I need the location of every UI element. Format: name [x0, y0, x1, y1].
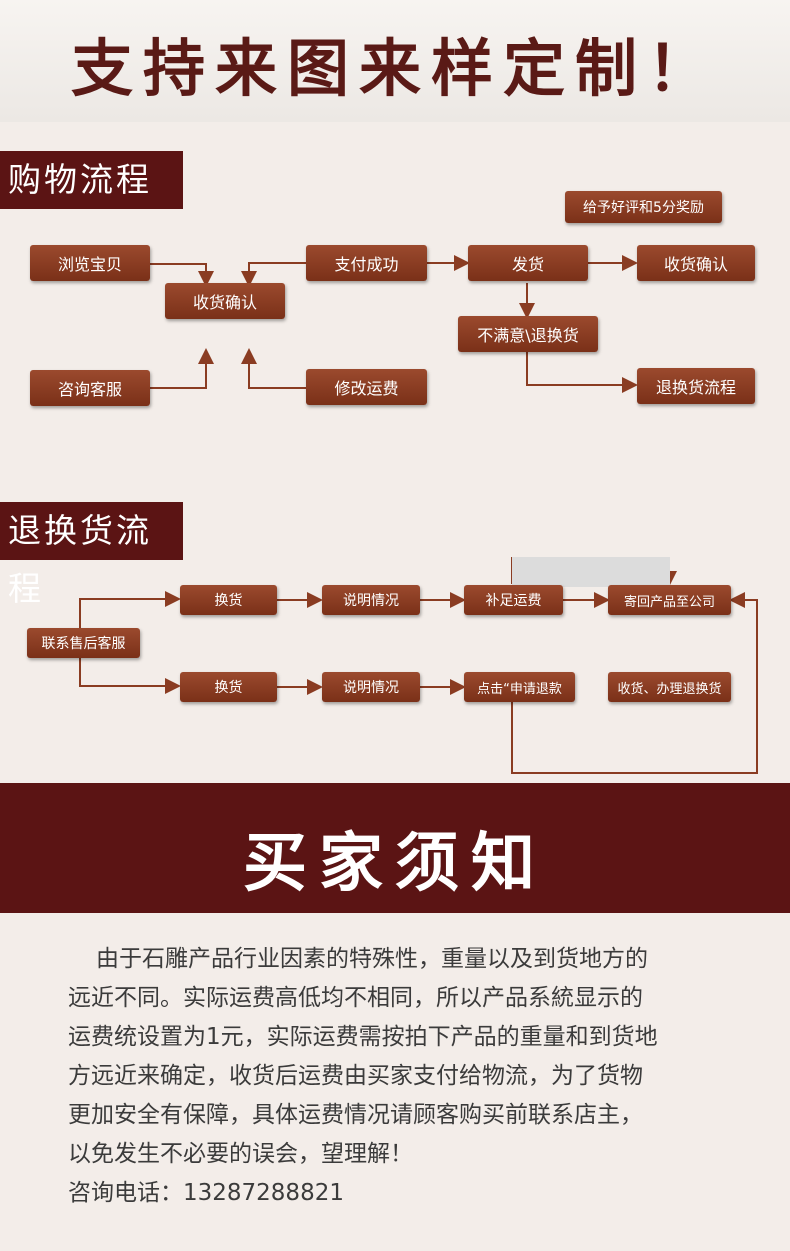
reward-badge: 给予好评和5分奖励: [565, 191, 722, 223]
step-browse: 浏览宝贝: [30, 245, 150, 281]
step-confirm-receipt-left: 收货确认: [165, 283, 285, 319]
purchase-flow-title: 购物流程: [0, 151, 183, 209]
step-explain-bottom: 说明情况: [322, 672, 420, 702]
step-send-back: 寄回产品至公司: [608, 585, 731, 615]
step-ship: 发货: [468, 245, 588, 281]
notice-line: 以免发生不必要的误会，望理解！: [68, 1141, 413, 1167]
top-banner: [0, 0, 790, 122]
consult-phone: 咨询电话：13287288821: [68, 1180, 344, 1206]
shipping-highlight: [512, 557, 670, 587]
step-return-process: 退换货流程: [637, 368, 755, 404]
notice-line: 远近不同。实际运费高低均不相同，所以产品系統显示的: [68, 985, 643, 1011]
return-flow-title: 退换货流程: [0, 502, 183, 608]
step-exchange-top: 换货: [180, 585, 277, 615]
notice-line: 更加安全有保障，具体运费情况请顾客购买前联系店主，: [68, 1102, 643, 1128]
step-apply-refund: 点击“申请退款: [464, 672, 575, 702]
step-confirm-receipt-right: 收货确认: [637, 245, 755, 281]
notice-text: 由于石雕产品行业因素的特殊性，重量以及到货地方的 远近不同。实际运费高低均不相同…: [68, 940, 728, 1213]
step-unsatisfied: 不满意\退换货: [458, 316, 598, 352]
notice-line: 运费统设置为1元，实际运费需按拍下产品的重量和到货地: [68, 1024, 658, 1050]
step-modify-shipping: 修改运费: [306, 369, 427, 405]
step-contact-service: 联系售后客服: [27, 628, 140, 658]
notice-title: 买家须知: [243, 827, 547, 901]
step-consult: 咨询客服: [30, 370, 150, 406]
step-payment-success: 支付成功: [306, 245, 427, 281]
page-title: 支持来图来样定制！: [70, 32, 719, 105]
notice-banner: [0, 783, 790, 913]
notice-line: 方远近来确定，收货后运费由买家支付给物流，为了货物: [68, 1063, 643, 1089]
step-receive-process: 收货、办理退换货: [608, 672, 731, 702]
notice-line: 由于石雕产品行业因素的特殊性，重量以及到货地方的: [96, 946, 648, 972]
step-add-shipping: 补足运费: [464, 585, 563, 615]
step-explain-top: 说明情况: [322, 585, 420, 615]
step-exchange-bottom: 换货: [180, 672, 277, 702]
